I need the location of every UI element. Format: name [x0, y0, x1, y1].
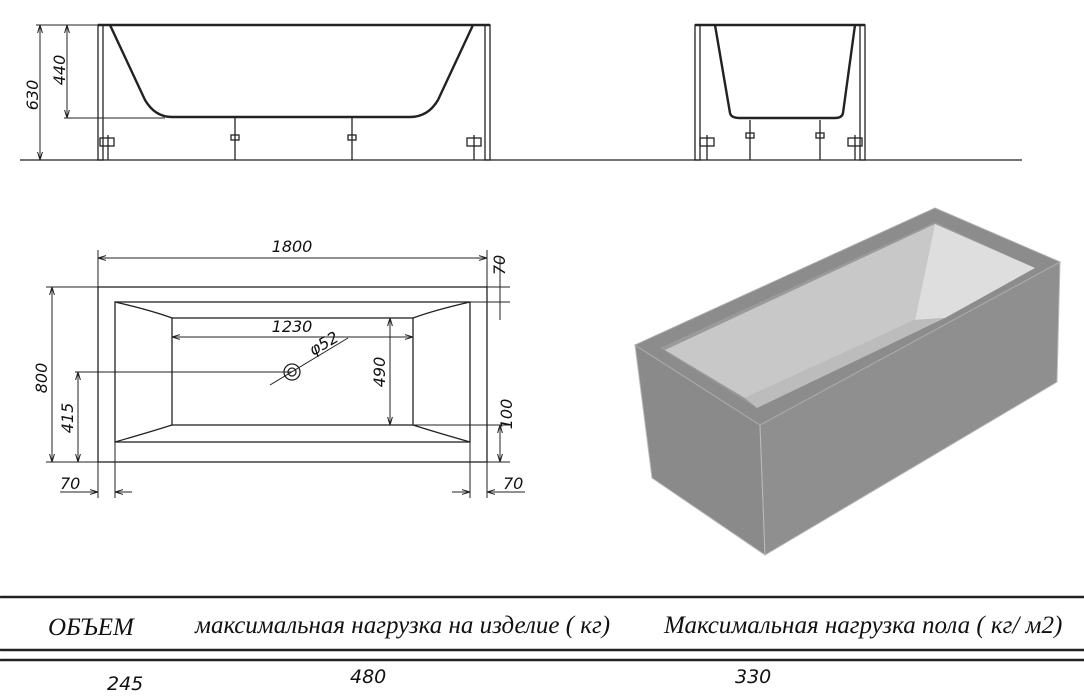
top-view: 1800 70 800 415 1230 490 φ52 100 70 70 [32, 237, 525, 498]
specs-table: ОБЪЕМ максимальная нагрузка на изделие (… [0, 595, 1084, 695]
dim-415: 415 [58, 403, 77, 434]
dim-70-right: 70 [503, 474, 523, 493]
legs [99, 118, 482, 160]
bathtub-3d-render [633, 207, 1062, 556]
dim-490: 490 [370, 357, 389, 388]
value-volume: 245 [107, 673, 143, 695]
end-view [694, 23, 866, 161]
header-max-floor-load: Максимальная нагрузка пола ( кг/ м2) [663, 612, 1062, 639]
dim-1230: 1230 [272, 317, 313, 336]
dim-70-top: 70 [490, 255, 509, 275]
dim-70-left: 70 [60, 474, 80, 493]
value-max-floor-load: 330 [735, 666, 771, 688]
dim-800: 800 [32, 363, 51, 394]
dim-100: 100 [497, 399, 516, 430]
side-view: 630 440 [20, 23, 1022, 161]
dim-1800: 1800 [272, 237, 313, 256]
dim-630: 630 [23, 80, 42, 111]
header-volume: ОБЪЕМ [48, 614, 135, 641]
dim-440: 440 [50, 55, 69, 86]
value-max-load-product: 480 [350, 666, 386, 688]
header-max-load-product: максимальная нагрузка на изделие ( кг) [194, 612, 610, 639]
